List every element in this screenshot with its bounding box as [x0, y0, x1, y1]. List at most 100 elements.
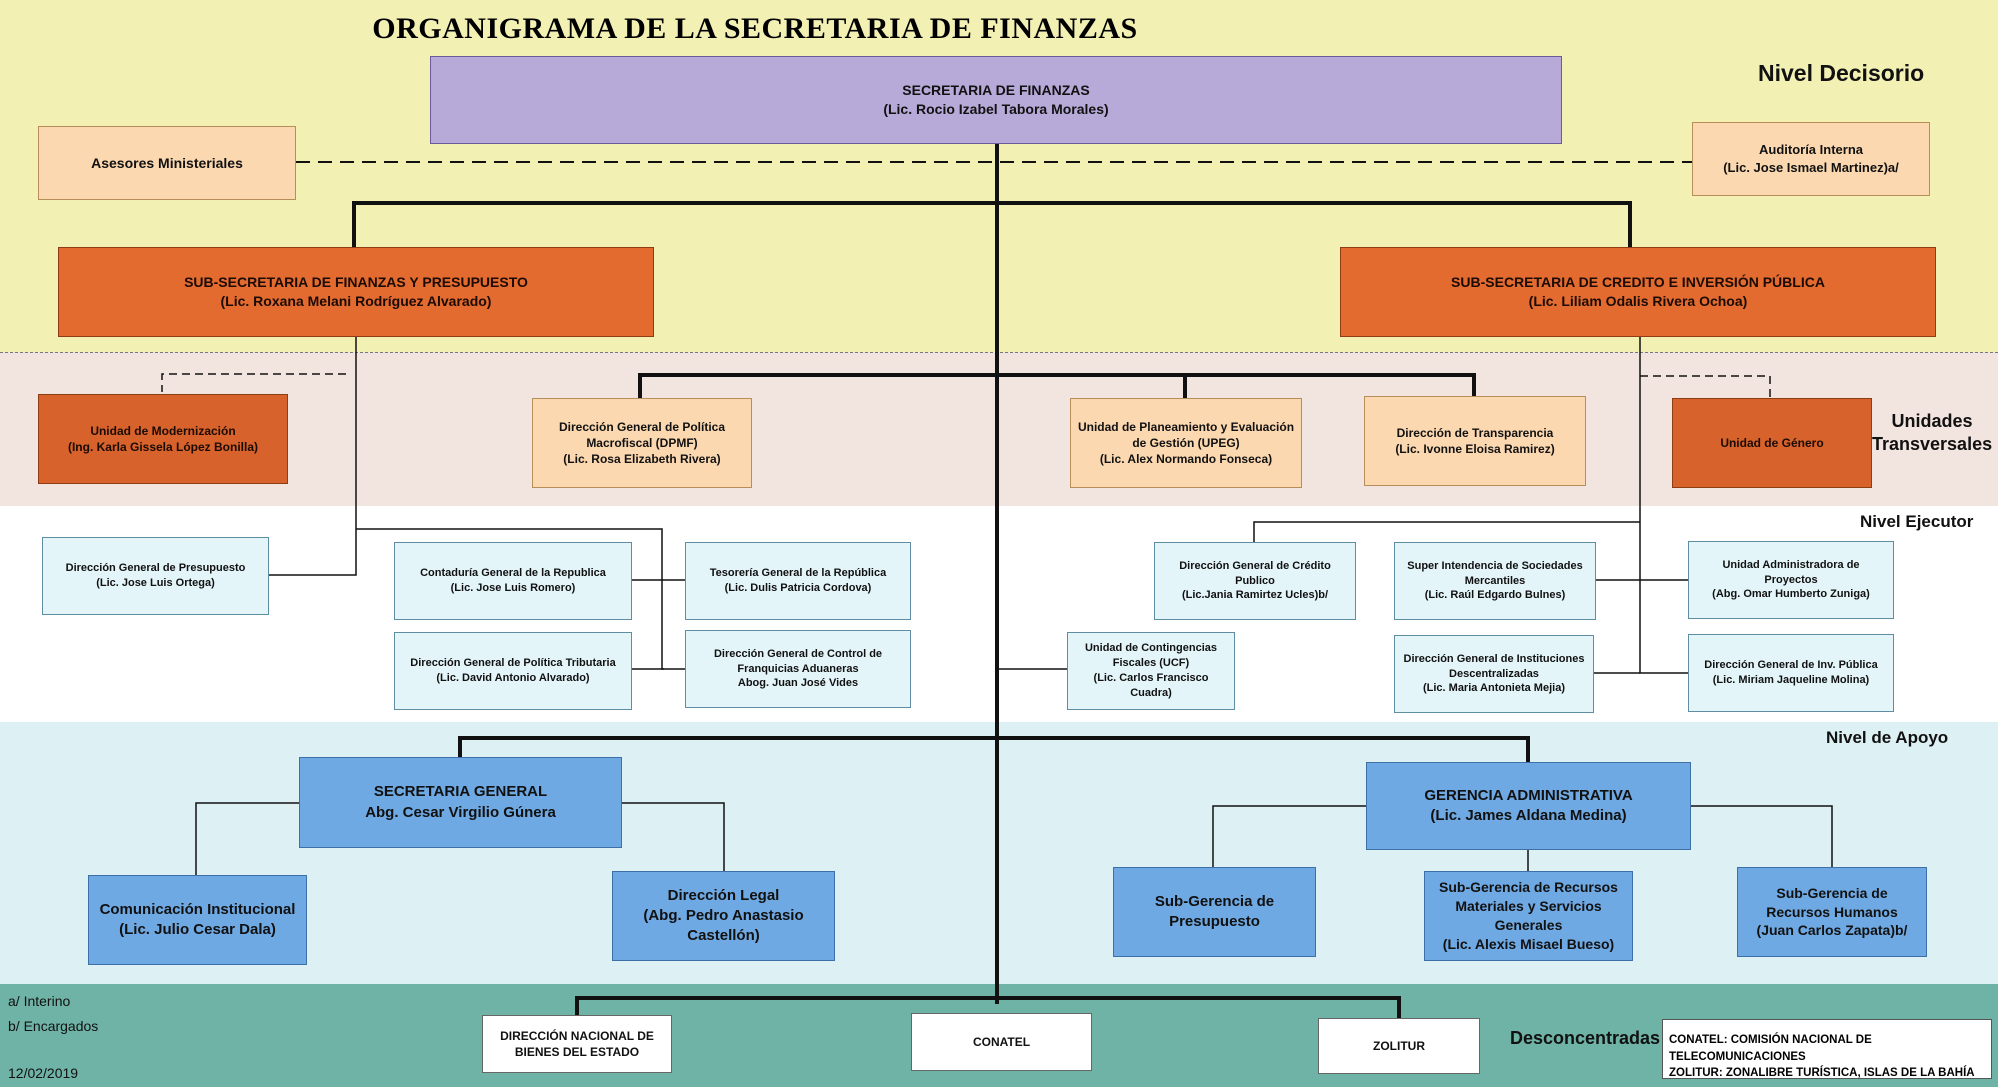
- note-interino: a/ Interino: [8, 993, 71, 1009]
- box-secretaria-general: SECRETARIA GENERAL Abg. Cesar Virgilio Gú…: [299, 757, 622, 848]
- box-name: Dirección General de Presupuesto: [65, 562, 246, 575]
- box-asesores-ministeriales: Asesores Ministeriales: [38, 126, 296, 200]
- level-label-apoyo: Nivel de Apoyo: [1826, 728, 1949, 747]
- box-head: (Lic. Roxana Melani Rodríguez Alvarado): [220, 293, 492, 309]
- box-franquicias-aduaneras: Dirección General de Control de Franquic…: [685, 630, 911, 708]
- box-head: (Lic. Carlos Francisco Cuadra): [1093, 672, 1209, 699]
- acronym-legend: CONATEL: COMISIÓN NACIONAL DE TELECOMUNI…: [1662, 1019, 1992, 1079]
- box-head: (Ing. Karla Gissela López Bonilla): [67, 440, 259, 454]
- box-zolitur: ZOLITUR: [1318, 1018, 1480, 1074]
- box-name: ZOLITUR: [1373, 1038, 1425, 1053]
- box-contaduria: Contaduría General de la Republica (Lic. …: [394, 542, 632, 620]
- box-name: CONATEL: [972, 1034, 1031, 1049]
- level-label-ejecutor: Nivel Ejecutor: [1860, 512, 1974, 531]
- level-label-transversales: Unidades Transversales: [1872, 411, 1993, 455]
- box-head: Abg. Cesar Virgilio Gúnera: [365, 803, 556, 821]
- box-head: (Lic. Julio Cesar Dala): [119, 921, 276, 938]
- box-name: Tesorería General de la República: [709, 567, 887, 580]
- box-head: (Abg. Omar Humberto Zuniga): [1712, 588, 1870, 601]
- box-instituciones-descentralizadas: Dirección General de Instituciones Desce…: [1394, 635, 1594, 713]
- box-head: (Lic. Raúl Edgardo Bulnes): [1424, 589, 1566, 602]
- box-head: (Abg. Pedro Anastasio Castellón): [643, 906, 804, 945]
- box-name: Dirección de Transparencia: [1396, 425, 1554, 440]
- box-unidad-proyectos: Unidad Administradora de Proyectos (Abg. …: [1688, 541, 1894, 619]
- box-name: Contaduría General de la Republica: [420, 567, 606, 580]
- box-transparencia: Dirección de Transparencia (Lic. Ivonne E…: [1364, 396, 1586, 486]
- box-dpmf: Dirección General de Política Macrofisca…: [532, 398, 752, 488]
- box-head: (Lic. Alexis Misael Bueso): [1442, 935, 1615, 952]
- box-head: (Lic. Rocio Izabel Tabora Morales): [883, 101, 1109, 117]
- box-name: Unidad de Planeamiento y Evaluación de G…: [1077, 419, 1295, 450]
- box-name: Sub-Gerencia de Recursos Materiales y Se…: [1439, 879, 1618, 933]
- box-head: (Lic. Liliam Odalis Rivera Ochoa): [1528, 293, 1748, 309]
- box-name: Unidad de Contingencias Fiscales (UCF): [1084, 642, 1217, 670]
- box-name: SUB-SECRETARIA DE FINANZAS Y PRESUPUESTO: [184, 274, 528, 291]
- box-name: Dirección General de Política Macrofisca…: [558, 419, 726, 450]
- box-subgerencia-recursos-materiales: Sub-Gerencia de Recursos Materiales y Se…: [1424, 871, 1633, 961]
- box-name: Sub-Gerencia de Recursos Humanos: [1766, 884, 1898, 920]
- box-name: SUB-SECRETARIA DE CREDITO E INVERSIÓN PÚ…: [1451, 274, 1825, 291]
- box-head: (Lic. Rosa Elizabeth Rivera): [563, 452, 721, 467]
- box-auditoria-interna: Auditoría Interna (Lic. Jose Ismael Marti…: [1692, 122, 1930, 196]
- box-name: Unidad Administradora de Proyectos: [1722, 558, 1860, 586]
- legend-conatel: CONATEL: COMISIÓN NACIONAL DE TELECOMUNI…: [1669, 1034, 1872, 1063]
- box-presupuesto: Dirección General de Presupuesto (Lic. Jo…: [42, 537, 269, 615]
- box-credito-publico: Dirección General de Crédito Publico (Lic…: [1154, 542, 1356, 620]
- box-direccion-legal: Dirección Legal (Abg. Pedro Anastasio Cas…: [612, 871, 835, 961]
- box-subsecretaria-finanzas: SUB-SECRETARIA DE FINANZAS Y PRESUPUESTO…: [58, 247, 654, 337]
- box-head: (Lic. Alex Normando Fonseca): [1099, 452, 1273, 467]
- box-subsecretaria-credito: SUB-SECRETARIA DE CREDITO E INVERSIÓN PÚ…: [1340, 247, 1936, 337]
- box-head: (Lic. James Aldana Medina): [1430, 807, 1627, 824]
- box-name: SECRETARIA DE FINANZAS: [902, 82, 1090, 99]
- box-head: Abog. Juan José Vides: [737, 677, 859, 690]
- box-name: Dirección General de Política Tributaria: [410, 657, 616, 670]
- note-encargados: b/ Encargados: [8, 1018, 99, 1034]
- box-sociedades-mercantiles: Super Intendencia de Sociedades Mercanti…: [1394, 542, 1596, 620]
- box-bienes-del-estado: DIRECCIÓN NACIONAL DE BIENES DEL ESTADO: [482, 1015, 672, 1073]
- box-name: SECRETARIA GENERAL: [373, 783, 548, 801]
- box-name: Super Intendencia de Sociedades Mercanti…: [1407, 559, 1583, 587]
- box-head: (Lic.Jania Ramirtez Ucles)b/: [1181, 589, 1329, 602]
- box-subgerencia-presupuesto: Sub-Gerencia de Presupuesto: [1113, 867, 1316, 957]
- box-conatel: CONATEL: [911, 1013, 1092, 1071]
- box-comunicacion-institucional: Comunicación Institucional (Lic. Julio Ce…: [88, 875, 307, 965]
- box-head: (Lic. Dulis Patricia Cordova): [724, 582, 872, 594]
- box-head: (Lic. David Antonio Alvarado): [436, 672, 590, 684]
- box-ucf: Unidad de Contingencias Fiscales (UCF)(L…: [1067, 632, 1235, 710]
- box-inversion-publica: Dirección General de Inv. Pública (Lic. M…: [1688, 634, 1894, 712]
- box-head: (Lic. Miriam Jaqueline Molina): [1712, 674, 1870, 686]
- box-name: DIRECCIÓN NACIONAL DE BIENES DEL ESTADO: [500, 1028, 654, 1059]
- level-label-desconcentradas: Desconcentradas: [1510, 1028, 1661, 1048]
- box-name: Dirección General de Inv. Pública: [1704, 659, 1878, 672]
- box-name: Auditoría Interna: [1758, 142, 1863, 158]
- box-upeg: Unidad de Planeamiento y Evaluación de G…: [1070, 398, 1302, 488]
- box-name: Unidad de Modernización: [90, 423, 236, 438]
- note-date: 12/02/2019: [8, 1065, 79, 1081]
- box-secretaria-finanzas: SECRETARIA DE FINANZAS (Lic. Rocio Izabel…: [430, 56, 1562, 144]
- box-name: Unidad de Género: [1720, 435, 1824, 450]
- box-name: Dirección General de Control de Franquic…: [713, 647, 883, 675]
- legend-zolitur: ZOLITUR: ZONALIBRE TURÍSTICA, ISLAS DE L…: [1669, 1067, 1975, 1080]
- box-name: Dirección Legal: [667, 886, 780, 904]
- box-name: Dirección General de Instituciones Desce…: [1403, 652, 1585, 680]
- page-title: ORGANIGRAMA DE LA SECRETARIA DE FINANZAS: [372, 12, 1138, 45]
- box-head: (Lic. Jose Luis Romero): [450, 582, 576, 594]
- box-name: GERENCIA ADMINISTRATIVA: [1424, 786, 1633, 804]
- box-head: (Lic. Ivonne Eloisa Ramirez): [1395, 442, 1555, 456]
- box-head: (Lic. Jose Luis Ortega): [96, 577, 215, 589]
- box-subgerencia-recursos-humanos: Sub-Gerencia de Recursos Humanos (Juan Ca…: [1737, 867, 1927, 957]
- box-name: Asesores Ministeriales: [91, 154, 243, 171]
- box-unidad-genero: Unidad de Género: [1672, 398, 1872, 488]
- box-tesoreria: Tesorería General de la República (Lic. D…: [685, 542, 911, 620]
- box-head: (Lic. Maria Antonieta Mejia): [1422, 682, 1565, 695]
- box-name: Sub-Gerencia de Presupuesto: [1154, 892, 1275, 930]
- box-head: (Juan Carlos Zapata)b/: [1756, 922, 1908, 939]
- box-head: (Lic. Jose Ismael Martinez)a/: [1723, 160, 1899, 175]
- box-gerencia-administrativa: GERENCIA ADMINISTRATIVA (Lic. James Aldan…: [1366, 762, 1691, 850]
- box-name: Dirección General de Crédito Publico: [1179, 559, 1331, 587]
- box-unidad-modernizacion: Unidad de Modernización (Ing. Karla Gisse…: [38, 394, 288, 484]
- box-politica-tributaria: Dirección General de Política Tributaria…: [394, 632, 632, 710]
- box-name: Comunicación Institucional: [99, 900, 296, 918]
- level-label-decisorio: Nivel Decisorio: [1758, 60, 1925, 86]
